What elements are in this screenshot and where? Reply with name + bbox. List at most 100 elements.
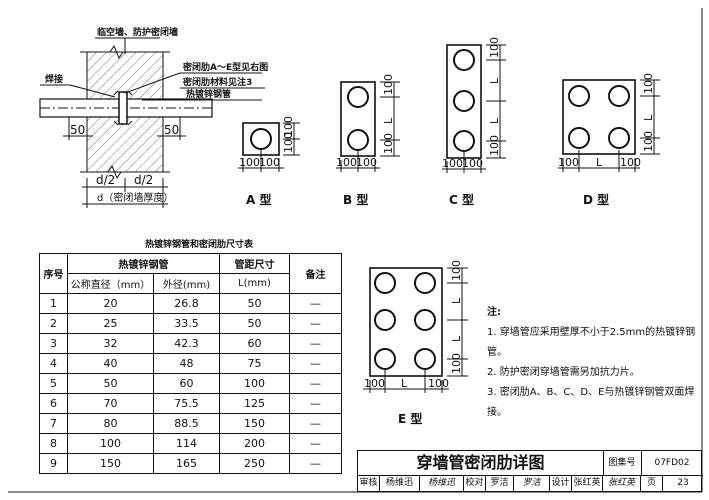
cell-no: 9 [39,453,68,474]
drawing-title: 穿墙管密闭肋详图 [358,451,604,476]
cell-nominal: 100 [67,433,154,454]
check-label: 校对 [464,475,486,491]
cell-outer: 165 [153,453,220,474]
e-dim-h2: 100 [428,377,449,390]
type-a: 100 100 100 100 A 型 [238,116,300,207]
header-pipe: 热镀锌钢管 [67,253,220,274]
page-label: 页 [641,475,663,491]
cell-outer: 33.5 [153,313,220,334]
e-dim-h1: 100 [364,377,385,390]
cell-remark: — [289,353,342,374]
header-spacing: 管距尺寸 [219,253,290,274]
cell-L: 150 [219,413,290,434]
d-dim-h1: 100 [558,156,579,169]
cell-no: 6 [39,393,68,414]
e-dim-Lv2: L [450,335,463,342]
e-dim-v1: 100 [450,260,463,281]
a-dim-v2: 100 [282,132,295,153]
cell-outer: 88.5 [153,413,220,434]
c-dim-h2: 100 [462,157,483,170]
d-dim-v2: 100 [642,131,655,152]
cell-remark: — [289,293,342,314]
cell-nominal: 80 [67,413,154,434]
page-number: 23 [677,478,689,488]
e-dim-v2: 100 [450,353,463,374]
dim-half-right: d/2 [134,173,153,187]
c-dim-L2: L [488,117,501,124]
a-type-label: A 型 [246,192,271,207]
b-dim-h1: 100 [336,156,357,169]
atlas-label: 图集号 [603,451,642,476]
table-title: 热镀锌钢管和密闭肋尺寸表 [145,240,254,250]
cell-outer: 114 [153,433,220,454]
d-dim-h2: 100 [620,156,641,169]
header-nominal: 公称直径（mm） [67,273,154,294]
wall-break-bottom [80,164,170,180]
type-d: 100 L 100 100 L 100 D 型 [558,73,660,207]
cell-L: 200 [219,433,290,454]
note-3: 3. 密闭肋A、B、C、D、E与热镀锌钢管双面焊接。 [487,387,695,418]
b-dim-v1: 100 [382,74,395,95]
cell-nominal: 150 [67,453,154,474]
b-dim-v2: 100 [382,133,395,154]
dim-50-left: 50 [70,123,85,137]
c-dim-v2: 100 [488,135,501,156]
note-1: 1. 穿墙管应采用壁厚不小于2.5mm的热镀锌钢管。 [487,327,696,358]
cell-no: 5 [39,373,68,394]
header-L: L(mm) [219,273,290,294]
cell-remark: — [289,333,342,354]
dim-total: d（密闭墙厚度） [97,191,173,204]
cell-nominal: 40 [67,353,154,374]
dim-50-right: 50 [164,123,179,137]
signature-row: 审核 杨维迅 杨维迅 校对 罗洁 罗洁 设计 张红英 张红英 页 23 [358,475,703,491]
header-remark: 备注 [289,253,342,294]
atlas-number: 07FD02 [641,451,703,476]
checker-name: 罗洁 [486,475,514,491]
cell-no: 7 [39,413,68,434]
cell-L: 250 [219,453,290,474]
label-pipe: 热镀锌钢管 [186,88,231,100]
cell-no: 2 [39,313,68,334]
designer-signature: 张红英 [603,475,641,491]
sealing-rib [118,91,128,125]
reviewer-name: 杨维迅 [380,475,420,491]
reviewer-signature: 杨维迅 [420,475,464,491]
label-rib-material: 密闭肋材料见注3 [182,76,252,88]
cell-L: 125 [219,393,290,414]
cell-L: 60 [219,333,290,354]
c-dim-v1: 100 [488,37,501,58]
designer-name: 张红英 [572,475,603,491]
d-dim-v1: 100 [642,73,655,94]
cell-nominal: 20 [67,293,154,314]
cell-remark: — [289,373,342,394]
e-dim-Lh: L [401,377,408,390]
header-no: 序号 [39,253,68,294]
c-dim-h1: 100 [442,157,463,170]
cell-no: 1 [39,293,68,314]
e-type-label: E 型 [398,411,422,426]
a-dim-h2: 100 [259,156,280,169]
cell-outer: 48 [153,353,220,374]
b-dim-L: L [382,117,395,124]
d-dim-Lv: L [642,114,655,121]
design-label: 设计 [550,475,572,491]
type-e: 100 L L 100 100 L 100 E 型 [363,260,468,426]
cell-outer: 26.8 [153,293,220,314]
cell-L: 75 [219,353,290,374]
cell-no: 3 [39,333,68,354]
notes: 注: 1. 穿墙管应采用壁厚不小于2.5mm的热镀锌钢管。 2. 防护密闭穿墙管… [487,303,709,423]
cell-nominal: 25 [67,313,154,334]
cell-outer: 60 [153,373,220,394]
type-b: 100 L 100 100 100 B 型 [336,74,400,207]
b-dim-h2: 100 [356,156,377,169]
pipe-rib-size-table: 序号 热镀锌钢管 管距尺寸 备注 公称直径（mm） 外径(mm) L(mm) 1… [39,253,342,474]
cell-L: 100 [219,373,290,394]
